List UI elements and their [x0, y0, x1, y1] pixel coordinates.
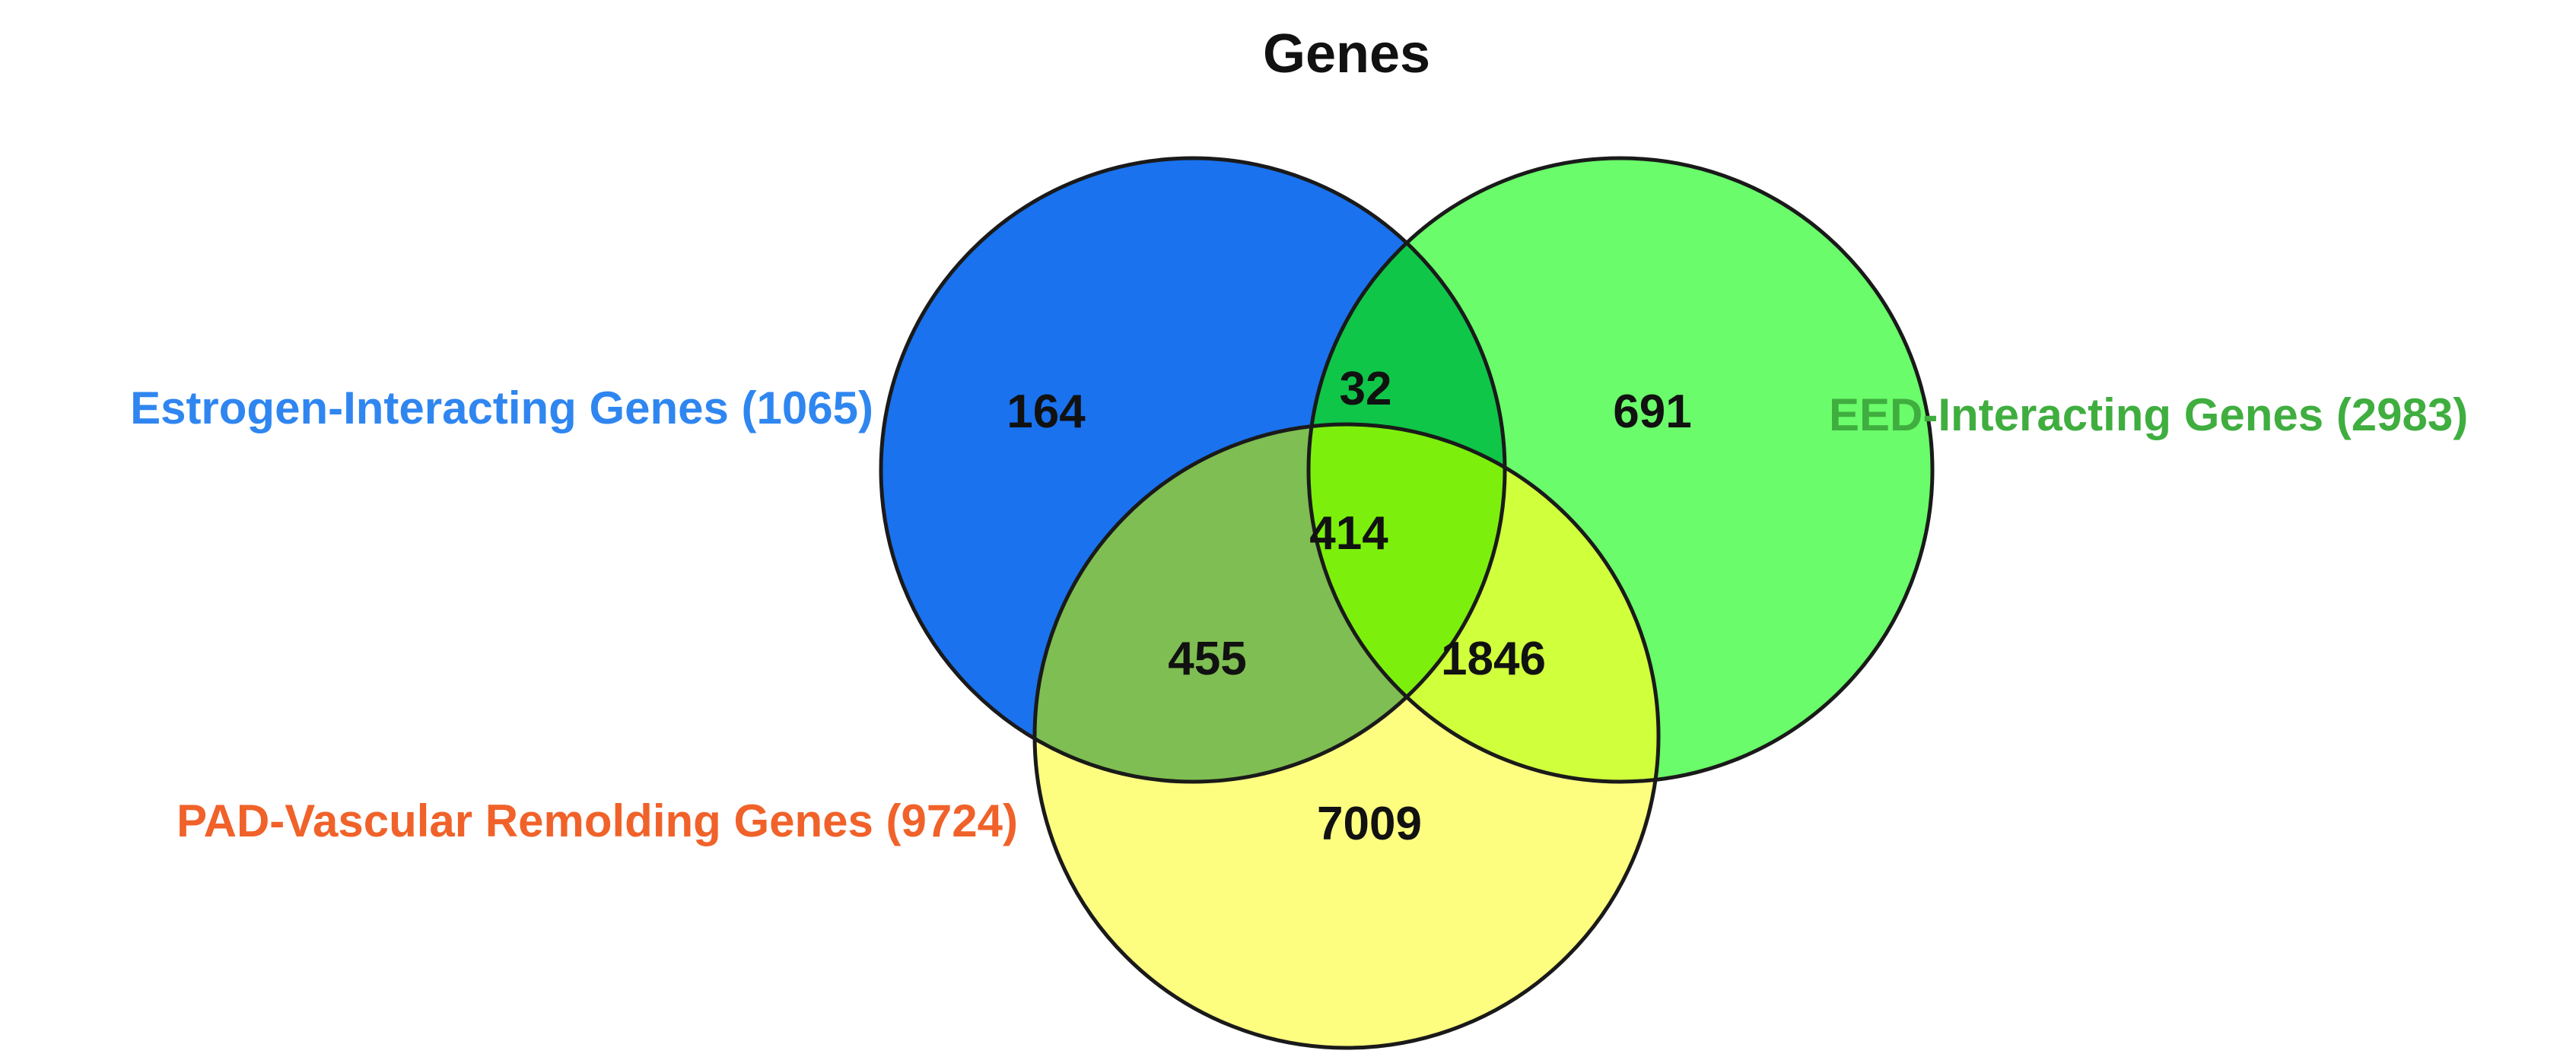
estrogen-circle-outline: [879, 156, 1507, 784]
count-pad-only: 7009: [1317, 798, 1422, 850]
pad-set-label: PAD-Vascular Remolding Genes (9724): [177, 795, 1018, 846]
pad-circle-outline: [1032, 422, 1661, 1050]
count-estrogen-eed: 32: [1340, 363, 1392, 415]
eed-circle-outline: [1306, 156, 1935, 784]
count-all-three: 414: [1309, 507, 1388, 560]
diagram-title: Genes: [1263, 24, 1430, 84]
estrogen-set-label: Estrogen-Interacting Genes (1065): [130, 382, 873, 433]
eed-set-label: EED-Interacting Genes (2983): [1829, 389, 2468, 440]
count-eed-only: 691: [1613, 386, 1691, 438]
count-estrogen-only: 164: [1007, 386, 1086, 438]
count-eed-pad: 1846: [1441, 633, 1546, 685]
count-estrogen-pad: 455: [1168, 633, 1246, 685]
